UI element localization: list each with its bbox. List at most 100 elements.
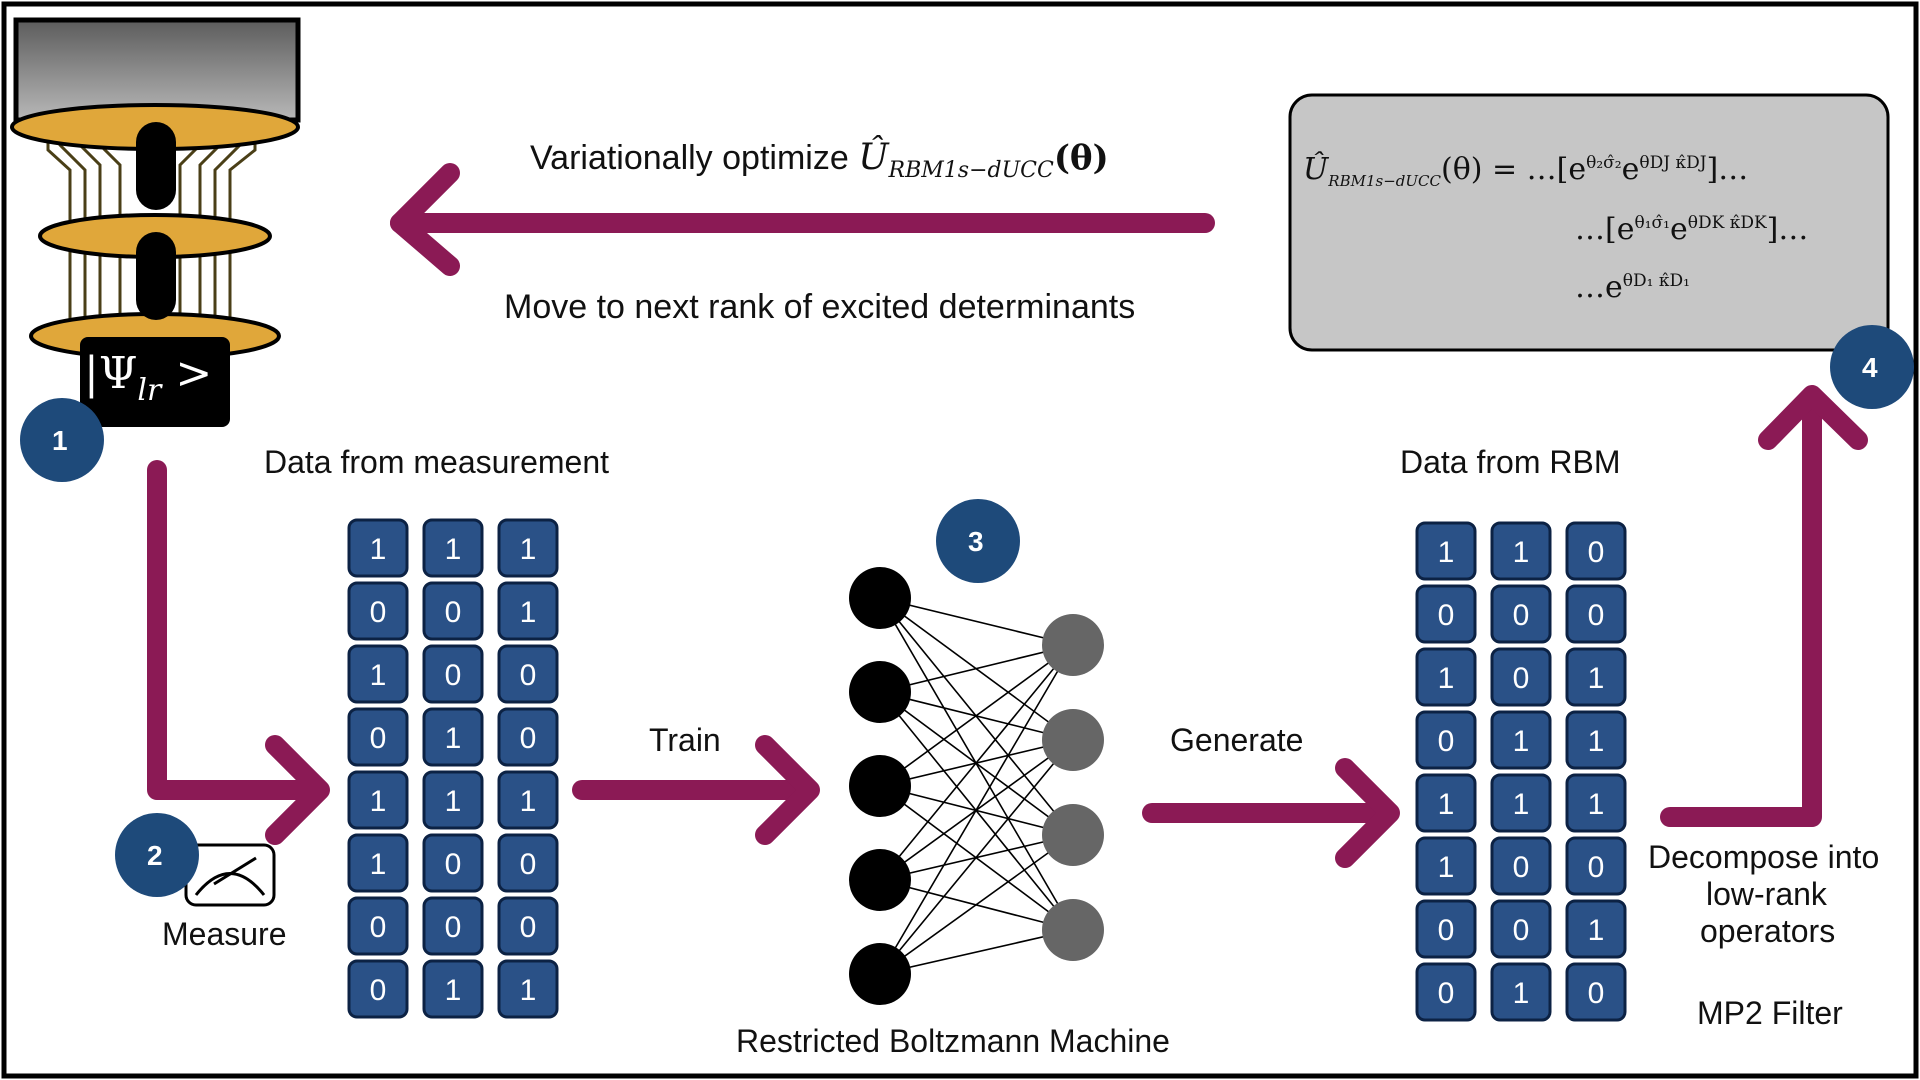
rbm-bit-cell [1490,521,1552,581]
measurement-bit-bit: 0 [520,911,537,944]
measurement-bit-bit: 0 [520,659,537,692]
rbm-bit-cell [1415,962,1477,1022]
rbm-bit-cell [1415,710,1477,770]
rbm-bit-cell [1490,962,1552,1022]
rbm-bit-bit: 0 [1513,662,1530,695]
rbm-bit-cell [1415,899,1477,959]
rbm-bit-bit: 1 [1438,788,1455,821]
rbm-visible-unit [849,567,911,629]
measurement-bit-cell [497,707,559,767]
measurement-bit-cell [347,518,409,578]
rbm-bit-bit: 0 [1438,914,1455,947]
rbm-edge [879,644,1074,787]
rbm-bit-cell [1565,773,1627,833]
rbm-bit-bit: 1 [1438,851,1455,884]
meter-icon [184,843,276,907]
measurement-bit-bit: 0 [370,722,387,755]
badge-step2 [115,813,199,897]
rbm-bit-bit: 1 [1513,725,1530,758]
decompose-line1: Decompose into [1648,839,1880,875]
rbm-bit-bit: 0 [1438,977,1455,1010]
measurement-bit-cell [347,770,409,830]
rbm-visible-unit [849,849,911,911]
formula-box [1288,93,1890,352]
rbm-network [849,567,1104,1005]
decompose-line3: operators [1700,913,1836,949]
rbm-edge [879,834,1074,975]
rbm-visible-unit [849,755,911,817]
generate-label: Generate [1170,722,1304,758]
state-label: |Ψlr > [84,348,213,408]
measurement-bit-cell [422,707,484,767]
rbm-bit-bit: 0 [1513,914,1530,947]
measurement-bit-cell [347,833,409,893]
measurement-bit-cell [497,833,559,893]
rbm-bit-cell [1565,647,1627,707]
measurement-bit-cell [497,896,559,956]
measurement-bit-bit: 1 [370,785,387,818]
rbm-data-title: Data from RBM [1400,444,1621,480]
measurement-bit-cell [422,518,484,578]
rbm-bit-bit: 1 [1513,977,1530,1010]
rbm-edge [879,644,1074,881]
rbm-bit-cell [1490,836,1552,896]
rbm-edge [879,644,1074,975]
measurement-bit-bit: 1 [520,785,537,818]
rbm-bit-bit: 1 [1588,914,1605,947]
measurement-bit-bit: 1 [370,659,387,692]
badge-step4 [1830,325,1914,409]
rbm-bit-bit: 1 [1588,725,1605,758]
measurement-bit-cell [347,707,409,767]
rbm-bit-cell [1415,647,1477,707]
measurement-bit-bit: 1 [520,974,537,1007]
badge-step3 [936,499,1020,583]
rbm-bit-bit: 1 [1513,536,1530,569]
rbm-bit-cell [1565,836,1627,896]
measurement-bit-bit: 0 [445,848,462,881]
rbm-edge [879,929,1074,975]
rbm-bit-cell [1415,584,1477,644]
decompose-arrow [1660,390,1822,827]
rbm-bit-cell [1565,521,1627,581]
rbm-bit-cell [1490,584,1552,644]
rbm-bit-bit: 1 [1513,788,1530,821]
rbm-bit-bit: 0 [1438,599,1455,632]
measurement-bit-bit: 1 [520,533,537,566]
rbm-bit-bit: 0 [1513,599,1530,632]
rbm-bit-cell [1565,710,1627,770]
measurement-bit-cell [422,896,484,956]
measurement-bit-bit: 0 [520,722,537,755]
optimize-label: Variationally optimize ÛRBM1s−dUCC(θ) [530,137,1109,183]
badge-step1 [20,398,104,482]
rbm-bit-bit: 0 [1588,851,1605,884]
rbm-bit-bit: 0 [1588,977,1605,1010]
measurement-bit-bit: 0 [520,848,537,881]
rbm-bit-cell [1415,773,1477,833]
measurement-bit-cell [497,518,559,578]
measurement-bit-cell [497,644,559,704]
measurement-bit-cell [347,896,409,956]
measurement-bit-bit: 1 [370,533,387,566]
rbm-edge [879,597,1074,646]
measurement-bit-cell [422,833,484,893]
rbm-hidden-unit [1042,709,1104,771]
measurement-bit-bit: 1 [520,596,537,629]
rbm-bit-cell [1565,584,1627,644]
step3-number: 3 [968,526,984,557]
step-badges [20,325,1914,897]
rbm-bit-bit: 0 [1513,851,1530,884]
measurement-bit-cell [347,581,409,641]
measurement-data-title: Data from measurement [264,444,610,480]
measure-arrow [147,460,320,800]
measurement-bit-bit: 0 [445,596,462,629]
measurement-bit-cell [347,644,409,704]
measurement-bit-bit: 0 [370,911,387,944]
rbm-bit-cell [1415,836,1477,896]
measurement-bit-bit: 0 [370,974,387,1007]
flow-arrows [147,163,1868,868]
rbm-bit-bit: 1 [1438,662,1455,695]
rbm-bit-cell [1490,899,1552,959]
